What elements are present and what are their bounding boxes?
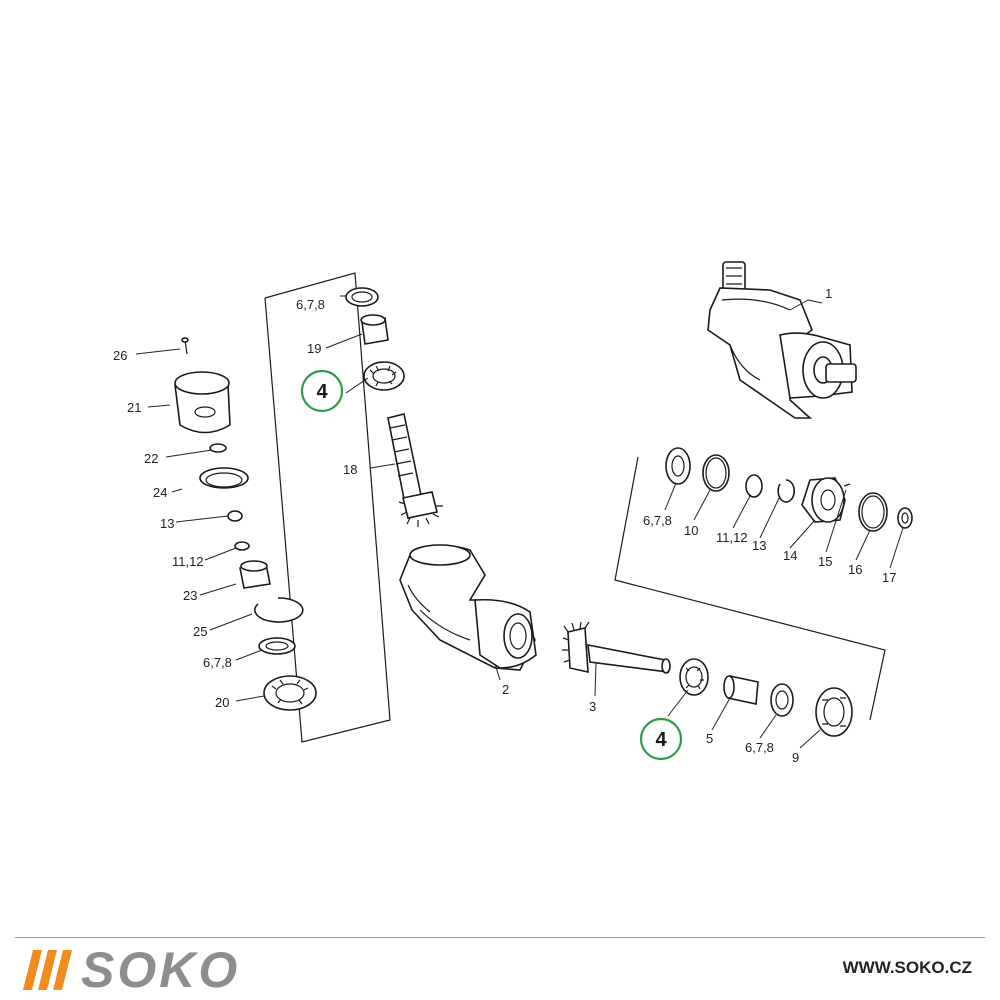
cap-part-21	[174, 371, 231, 434]
label-2: 2	[502, 682, 509, 697]
callout-circle	[639, 717, 683, 761]
bracket-frame-vertical	[264, 272, 391, 743]
label-13-left: 13	[160, 516, 174, 531]
circlip-part-13-right	[777, 479, 795, 503]
label-25: 25	[193, 624, 207, 639]
label-3: 3	[589, 699, 596, 714]
label-23: 23	[183, 588, 197, 603]
washer-part-6-7-8-top	[345, 287, 379, 307]
bearing-part-4-bottom	[679, 658, 709, 696]
callout-label: 4	[655, 729, 667, 751]
label-26: 26	[113, 348, 127, 363]
ring-part-24	[199, 467, 249, 489]
label-6-7-8-top: 6,7,8	[296, 297, 325, 312]
pin-part-15	[843, 483, 851, 487]
label-21: 21	[127, 400, 141, 415]
splined-shaft-part-18	[387, 413, 443, 527]
label-16: 16	[848, 562, 862, 577]
ring-part-16	[858, 492, 888, 532]
washer-part-22	[209, 443, 227, 453]
label-22: 22	[144, 451, 158, 466]
screw-part-26	[181, 337, 189, 355]
callout-label: 4	[316, 381, 328, 403]
callout-circle	[300, 369, 344, 413]
bushing-part-5	[723, 675, 759, 705]
footer-divider	[15, 937, 985, 938]
gearbox-housing-part-2	[399, 544, 537, 671]
label-6-7-8-right: 6,7,8	[643, 513, 672, 528]
label-13-right: 13	[752, 538, 766, 553]
label-6-7-8-bottom-right: 6,7,8	[745, 740, 774, 755]
shim-part-11-12-left	[234, 541, 250, 551]
label-6-7-8-left: 6,7,8	[203, 655, 232, 670]
bracket-frame-right	[614, 456, 886, 721]
bearing-part-23	[239, 560, 271, 589]
gearbox-assembly-part-1	[707, 261, 857, 419]
label-20: 20	[215, 695, 229, 710]
exploded-parts-diagram: 6,7,8 19 18 1 2 3 5 6,7,8 9 6,7,8 10 11,…	[113, 261, 913, 765]
label-10: 10	[684, 523, 698, 538]
label-19: 19	[307, 341, 321, 356]
label-18: 18	[343, 462, 357, 477]
label-15: 15	[818, 554, 832, 569]
circlip-part-25	[254, 597, 304, 623]
bearing-part-4-top	[363, 361, 405, 391]
circlip-part-13-left	[227, 510, 243, 522]
pinion-shaft-part-3	[562, 621, 671, 674]
label-24: 24	[153, 485, 167, 500]
label-1: 1	[825, 286, 832, 301]
soko-logo: SOKO	[23, 942, 241, 998]
seal-part-17	[897, 507, 913, 529]
bearing-part-20	[263, 675, 317, 711]
part-labels: 6,7,8 19 18 1 2 3 5 6,7,8 9 6,7,8 10 11,…	[113, 286, 896, 765]
label-14: 14	[783, 548, 797, 563]
label-9: 9	[792, 750, 799, 765]
highlight-callout-part-4-top: 4	[300, 369, 344, 413]
leader-lines	[135, 295, 904, 749]
highlight-callout-part-4-bottom: 4	[639, 717, 683, 761]
label-5: 5	[706, 731, 713, 746]
washer-part-6-7-8-left	[258, 637, 296, 655]
label-11-12-left: 11,12	[172, 554, 204, 569]
logo-bars-icon	[23, 950, 72, 990]
bearing-part-9	[815, 687, 853, 737]
cover-part-14	[801, 477, 846, 523]
ring-part-10	[702, 454, 730, 492]
washer-part-6-7-8-right	[665, 447, 691, 485]
bushing-part-19	[360, 314, 389, 345]
label-11-12-right: 11,12	[716, 530, 748, 545]
logo-text: SOKO	[81, 942, 241, 998]
label-17: 17	[882, 570, 896, 585]
shim-part-11-12-right	[745, 474, 763, 498]
website-url[interactable]: WWW.SOKO.CZ	[842, 958, 972, 977]
washer-part-6-7-8-bottom-right	[770, 683, 794, 717]
